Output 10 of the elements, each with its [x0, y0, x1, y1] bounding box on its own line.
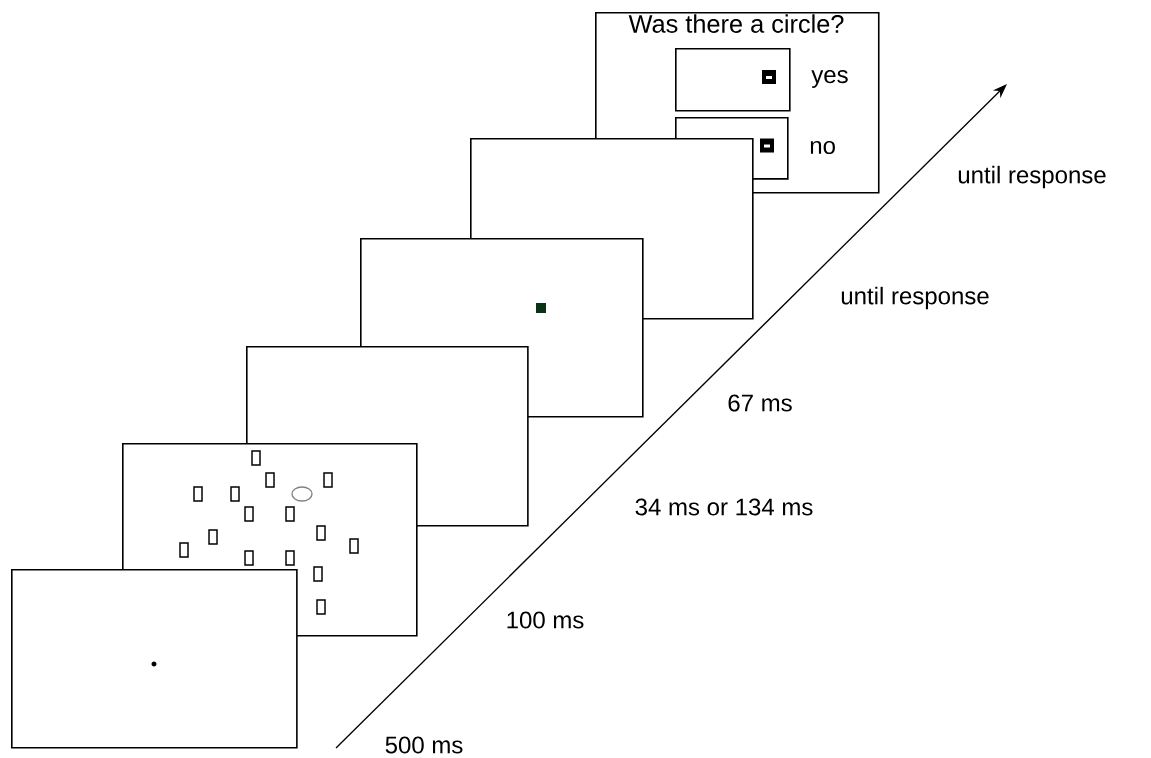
response-label: yes: [811, 70, 848, 88]
duration-label: 100 ms: [504, 610, 586, 630]
duration-label: 500 ms: [383, 735, 465, 755]
duration-label: 67 ms: [726, 393, 795, 413]
response-key-box: [675, 48, 791, 112]
screen-frame: [11, 569, 298, 749]
duration-label: until response: [955, 164, 1109, 190]
duration-label: until response: [838, 285, 992, 311]
duration-label: 34 ms or 134 ms: [633, 497, 815, 517]
response-label: no: [810, 140, 835, 155]
